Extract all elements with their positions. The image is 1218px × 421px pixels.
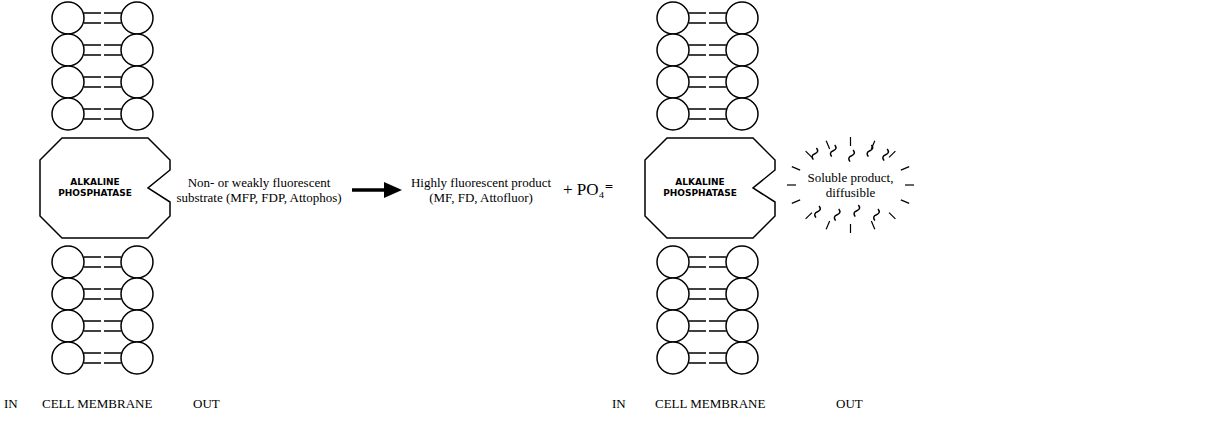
burst-ray [889,213,895,219]
burst-ray [901,167,909,170]
enzyme-shape: ALKALINE PHOSPHATASE [40,138,170,238]
molecule-squiggle [848,149,855,162]
reaction-product-label: + PO₄⁼ [563,180,613,200]
node-text: Non- or weakly fluorescent substrate (MF… [170,175,348,205]
molecule-squiggle [830,144,837,157]
node-text: ALKALINE PHOSPHATASE [52,177,138,199]
membrane-side-label: IN [612,396,626,411]
lipid-bilayer [52,2,153,130]
lipid-bilayer [52,246,153,374]
node-text: Soluble product, diffusible [803,170,898,200]
burst-ray [826,141,829,149]
molecule-squiggle [853,204,860,217]
burst-ray [850,137,851,146]
burst-ray [792,167,800,170]
burst-ray [792,200,800,203]
burst-ray [850,224,851,233]
membrane-side-label: CELL MEMBRANE [655,396,765,411]
reaction-arrow [352,188,388,192]
lipid-bilayer [657,2,758,130]
membrane-side-label: CELL MEMBRANE [42,396,152,411]
burst-ray [889,151,895,157]
membrane-side-label: OUT [193,396,220,411]
burst-ray [905,184,914,185]
diffusion-burst: Soluble product, diffusible [785,135,916,235]
enzyme-shape: ALKALINE PHOSPHATASE [645,138,775,238]
molecule-squiggle [811,147,818,160]
burst-ray [806,213,812,219]
compound-label: Highly fluorescent product (MF, FD, Atto… [406,175,556,205]
molecule-squiggle [814,205,821,218]
molecule-squiggle [834,208,841,221]
burst-ray [787,184,796,185]
molecule-squiggle [882,148,889,161]
membrane-side-label: OUT [836,396,863,411]
compound-label: Non- or weakly fluorescent substrate (MF… [170,175,348,205]
node-text: Highly fluorescent product (MF, FD, Atto… [406,175,556,205]
node-text: ALKALINE PHOSPHATASE [657,177,743,199]
membrane-side-label: IN [4,396,18,411]
burst-ray [901,200,909,203]
enzyme-outline [645,138,775,238]
lipid-bilayer [657,246,758,374]
molecule-squiggle [873,208,880,221]
burst-ray [806,151,812,157]
enzyme-outline [40,138,170,238]
molecule-squiggle [866,144,873,157]
burst-ray [826,221,829,229]
burst-ray [871,221,874,229]
